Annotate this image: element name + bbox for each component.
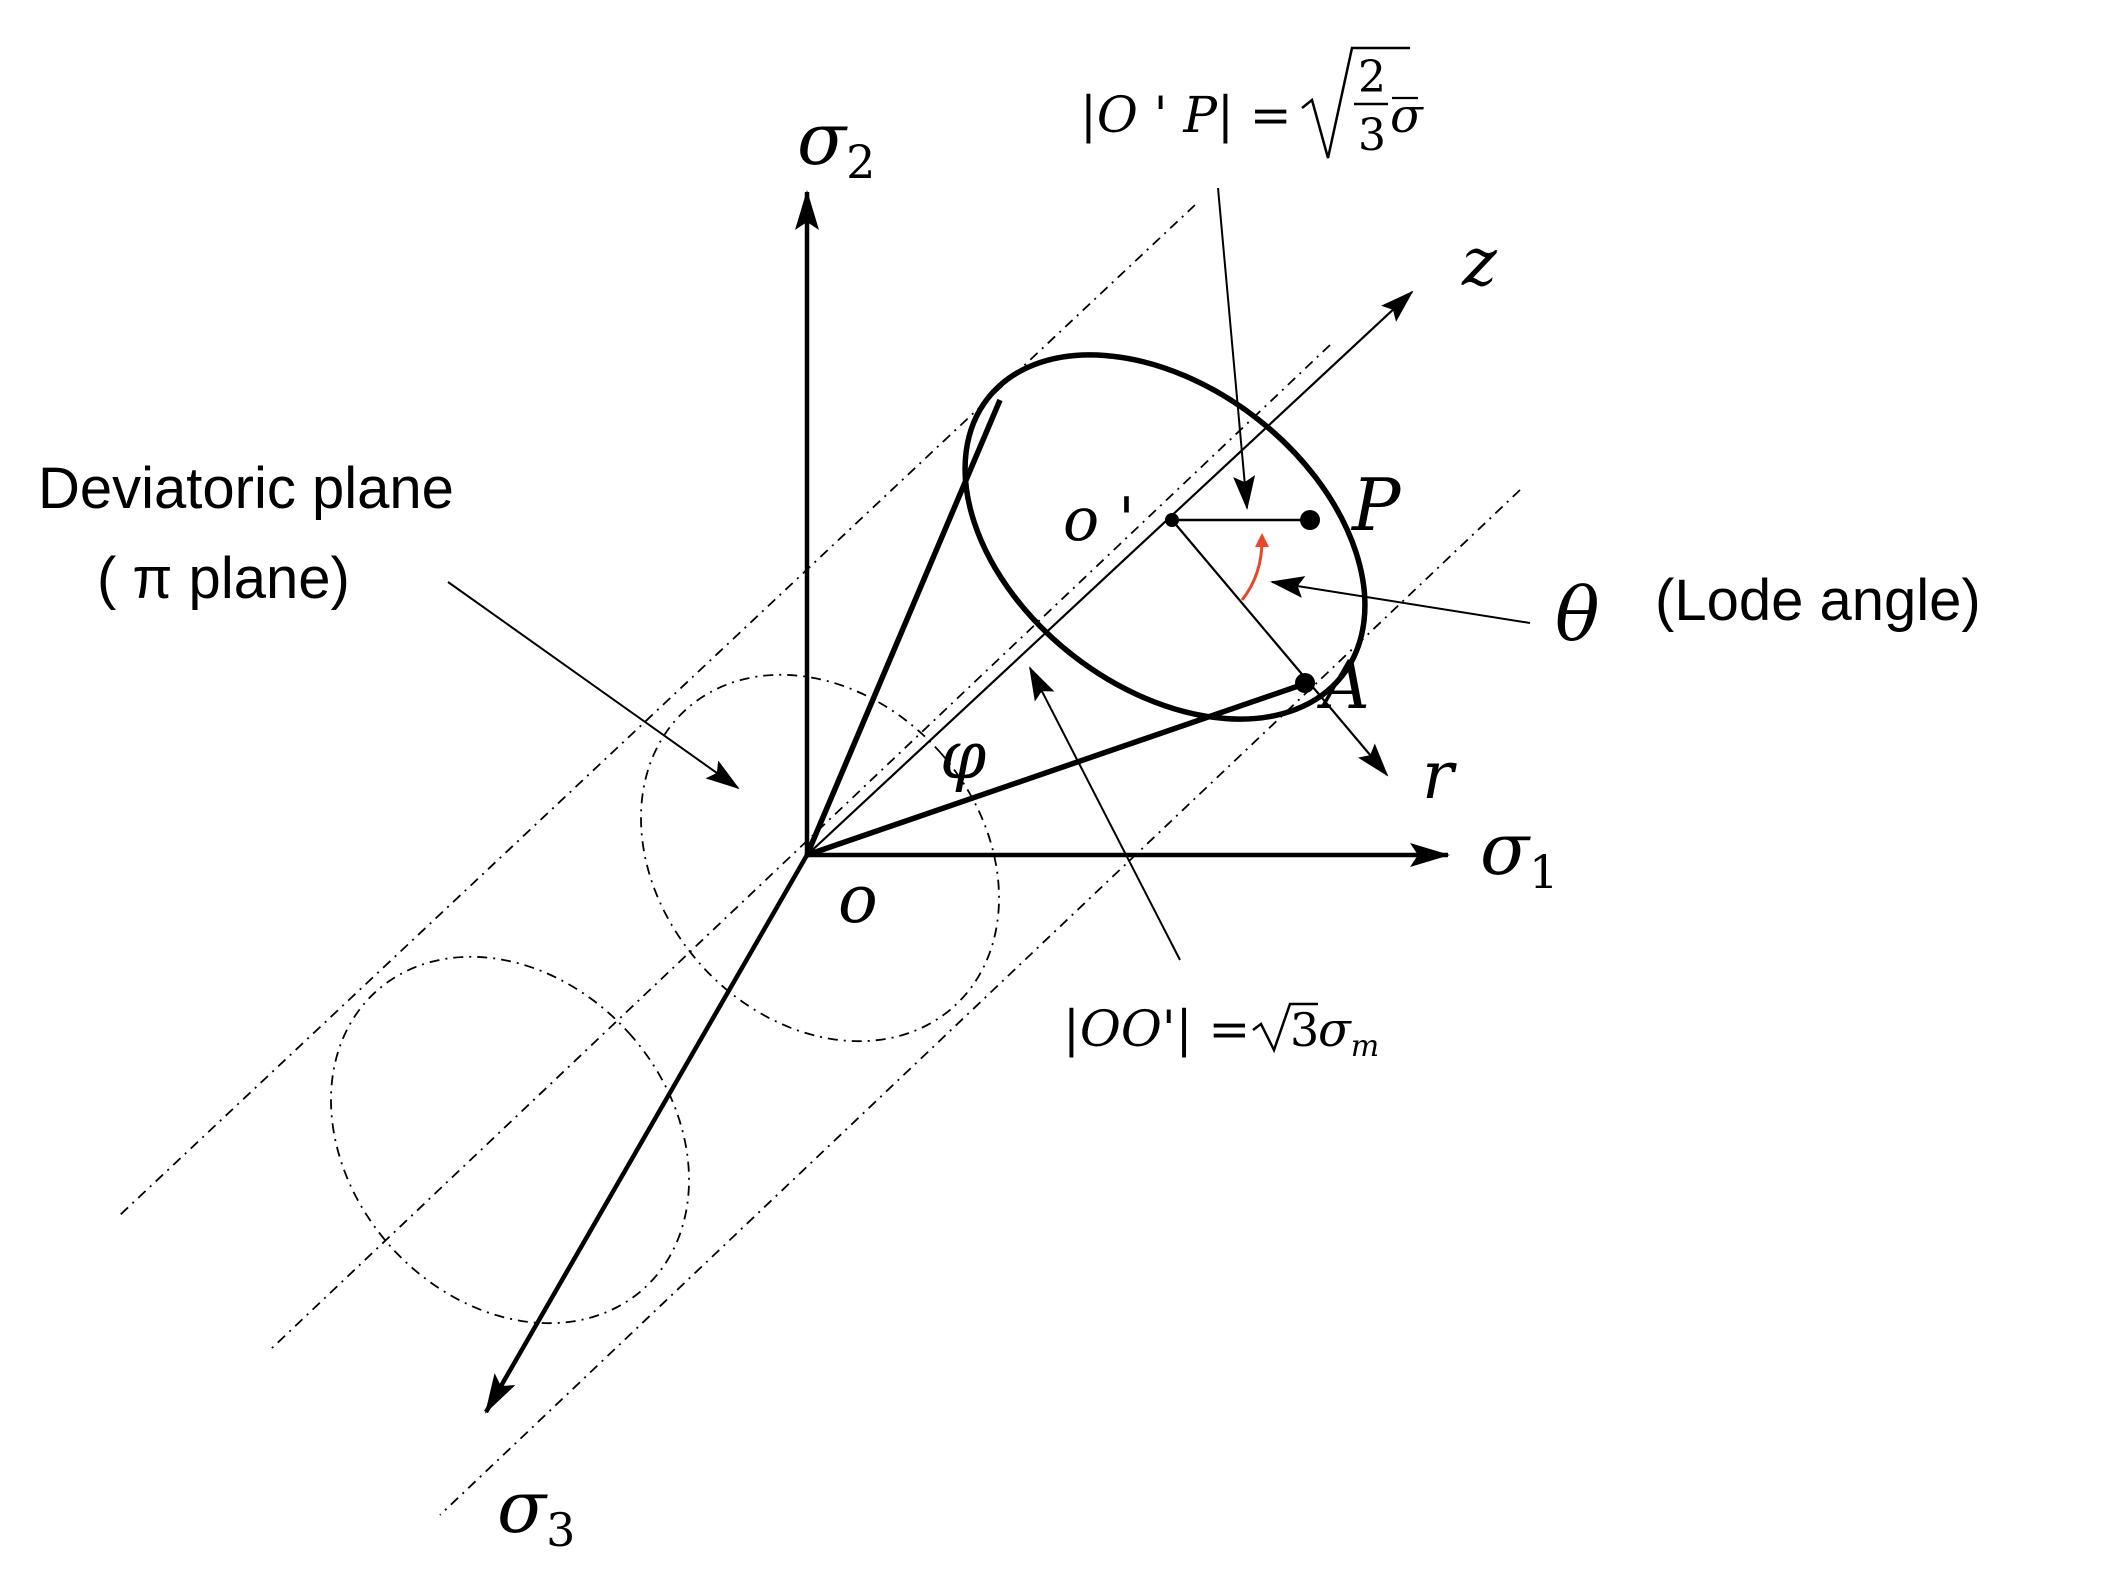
op-formula-leader	[1217, 187, 1256, 510]
cone-edge-upper	[804, 398, 1003, 857]
z-label: z	[1461, 224, 1498, 301]
lode-angle-arc	[1240, 533, 1269, 601]
pi-plane-ellipse	[640, 673, 1000, 1043]
yield-cone	[804, 352, 1368, 858]
local-axes	[806, 290, 1414, 856]
pi-plane-ellipse-lower	[330, 955, 690, 1325]
z-axis	[806, 290, 1414, 856]
op-length-formula: |O ' P| = 2 3 σ	[1080, 46, 1424, 161]
cylinder-guide-upper	[119, 204, 1196, 1216]
cone-edge-lower	[806, 680, 1308, 858]
oo-formula-leader	[1029, 666, 1181, 961]
cylinder-guide-lower	[439, 489, 1521, 1516]
oo-sigma-m: σm	[1318, 1002, 1379, 1064]
p-label: P	[1350, 463, 1402, 547]
deviatoric-vector	[1165, 510, 1320, 693]
point-a	[1295, 673, 1315, 693]
leader-arrows	[447, 187, 1531, 961]
oo-length-formula: |OO'| = 3 σm	[1063, 1000, 1379, 1064]
origin-label: o	[838, 861, 878, 938]
op-sqrt-sign	[1301, 46, 1410, 159]
op-sigma-bar: σ	[1390, 88, 1424, 144]
principal-axes	[484, 190, 1450, 1414]
cone-base-ellipse	[962, 352, 1368, 722]
a-label: A	[1316, 647, 1370, 724]
sigma3-label: σ3	[497, 1465, 575, 1557]
cylinder-guides	[119, 204, 1521, 1516]
op-numerator: 2	[1358, 52, 1386, 103]
lode-angle-leader	[1270, 576, 1531, 624]
deviatoric-plane-leader	[447, 581, 740, 790]
op-denominator: 3	[1358, 110, 1386, 161]
deviatoric-plane-label: Deviatoric plane	[38, 456, 454, 521]
r-label: r	[1422, 737, 1457, 814]
sigma2-label: σ2	[797, 97, 875, 189]
sigma3-axis	[484, 853, 809, 1414]
theta-label: θ	[1555, 572, 1600, 658]
pi-plane-label: ( π plane)	[97, 546, 350, 611]
point-p	[1300, 510, 1320, 530]
oo-radicand: 3	[1290, 1003, 1319, 1057]
phi-label: φ	[940, 717, 986, 794]
center-label: o '	[1063, 485, 1135, 555]
center-point	[1165, 513, 1179, 527]
r-axis	[1171, 519, 1389, 777]
cylinder-guide-middle	[269, 344, 1331, 1351]
lode-angle-label: (Lode angle)	[1655, 568, 1981, 633]
oo-sqrt-sign	[1252, 1002, 1318, 1054]
oo-formula-lhs: |OO'| =	[1063, 1000, 1250, 1058]
sigma1-label: σ1	[1480, 807, 1558, 899]
op-formula-lhs: |O ' P| =	[1080, 86, 1292, 144]
